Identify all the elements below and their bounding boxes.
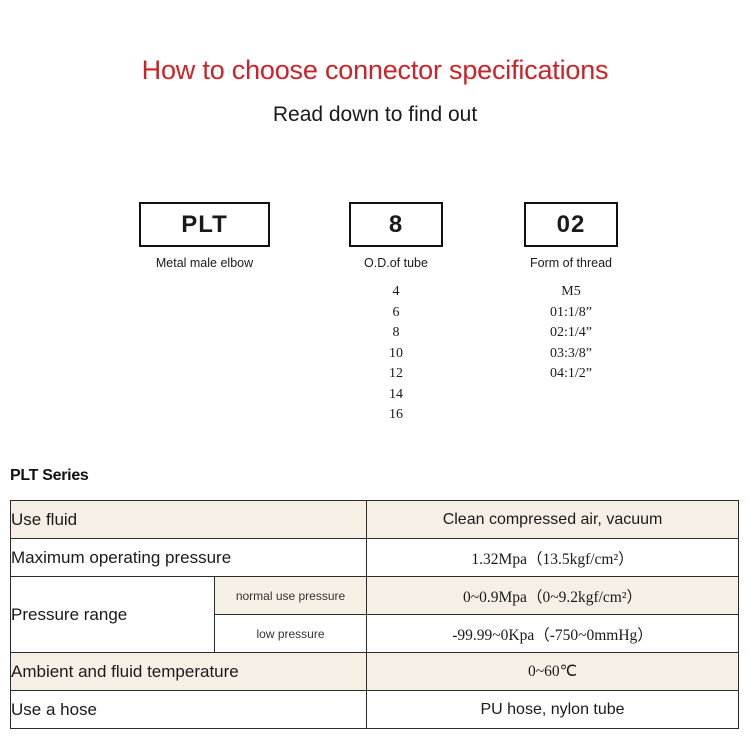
code-option: 02:1/4” bbox=[550, 325, 592, 340]
spec-value-low-pressure: -99.99~0Kpa（-750~0mmHg） bbox=[366, 614, 740, 653]
code-option: 8 bbox=[392, 325, 400, 340]
page-subtitle: Read down to find out bbox=[272, 103, 478, 126]
code-option: 16 bbox=[389, 407, 403, 422]
table-row: Maximum operating pressure 1.32Mpa（13.5k… bbox=[9, 538, 740, 577]
spec-label-max-operating-pressure: Maximum operating pressure bbox=[9, 538, 368, 577]
spec-label-use-a-hose: Use a hose bbox=[9, 690, 368, 729]
spec-value-max-operating-pressure: 1.32Mpa（13.5kgf/cm²） bbox=[366, 538, 740, 577]
code-box-od-of-tube: 8 bbox=[349, 202, 443, 247]
series-heading: PLT Series bbox=[10, 467, 89, 484]
code-option: 6 bbox=[392, 304, 400, 320]
code-option: 01:1/8” bbox=[550, 304, 592, 320]
spec-label-pressure-range: Pressure range bbox=[10, 576, 215, 653]
spec-label-ambient-and-fluid-temperature: Ambient and fluid temperature bbox=[9, 652, 368, 691]
page-title: How to choose connector specifications bbox=[141, 55, 609, 85]
table-row: Pressure range normal use pressure 0~0.9… bbox=[10, 576, 740, 653]
spec-value-use-fluid: Clean compressed air, vacuum bbox=[366, 500, 740, 539]
spec-value-ambient-and-fluid-temperature: 0~60℃ bbox=[366, 652, 740, 691]
code-option: 4 bbox=[392, 284, 400, 299]
code-option: 03:3/8” bbox=[550, 345, 592, 361]
code-caption-form-of-thread: Form of thread bbox=[530, 256, 612, 270]
code-option: 04:1/2” bbox=[550, 366, 592, 381]
code-options-od-of-tube: 4 6 8 10 12 14 16 bbox=[349, 282, 443, 426]
spec-label-use-fluid: Use fluid bbox=[9, 500, 368, 539]
code-box-series: PLT bbox=[139, 202, 270, 247]
code-group-series: PLT Metal male elbow bbox=[139, 202, 270, 282]
table-row: low pressure -99.99~0Kpa（-750~0mmHg） bbox=[11, 614, 740, 653]
spec-sublabel-low-pressure: low pressure bbox=[213, 614, 368, 653]
code-option: M5 bbox=[561, 284, 581, 299]
code-options-form-of-thread: M5 01:1/8” 02:1/4” 03:3/8” 04:1/2” bbox=[524, 282, 618, 385]
spec-value-normal-use-pressure: 0~0.9Mpa（0~9.2kgf/cm²） bbox=[366, 576, 740, 615]
table-row: Use fluid Clean compressed air, vacuum bbox=[9, 500, 740, 539]
code-group-od-of-tube: 8 O.D.of tube 4 6 8 10 12 14 16 bbox=[349, 202, 443, 426]
spec-table: Use fluid Clean compressed air, vacuum M… bbox=[9, 500, 740, 729]
code-option: 10 bbox=[389, 345, 403, 361]
spec-value-use-a-hose: PU hose, nylon tube bbox=[366, 690, 740, 729]
code-caption-od-of-tube: O.D.of tube bbox=[364, 256, 428, 270]
table-row: Use a hose PU hose, nylon tube bbox=[9, 690, 740, 729]
code-group-form-of-thread: 02 Form of thread M5 01:1/8” 02:1/4” 03:… bbox=[524, 202, 618, 385]
code-option: 12 bbox=[389, 366, 403, 381]
table-row: Ambient and fluid temperature 0~60℃ bbox=[9, 652, 740, 691]
code-caption-series: Metal male elbow bbox=[155, 256, 254, 270]
code-option: 14 bbox=[389, 386, 403, 402]
spec-sublabel-normal-use-pressure: normal use pressure bbox=[213, 576, 368, 615]
code-box-form-of-thread: 02 bbox=[524, 202, 618, 247]
code-breakdown-section: PLT Metal male elbow 8 O.D.of tube 4 6 8… bbox=[139, 202, 618, 426]
